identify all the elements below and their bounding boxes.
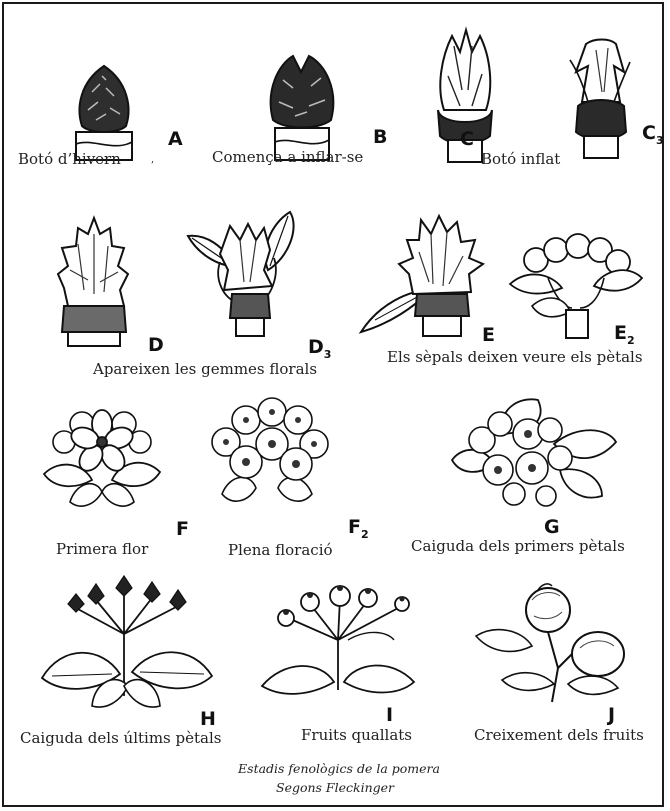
fruit-set-icon: [258, 578, 418, 700]
stage-letter-a: A: [168, 128, 183, 150]
stage-caption-g: Caiguda dels primers pètals: [411, 537, 625, 555]
stray-comma-mark: ,: [151, 154, 154, 165]
full-bloom-icon: [202, 398, 332, 510]
stage-letter-b: B: [373, 126, 387, 148]
stage-caption-d: Apareixen les gemmes florals: [93, 360, 317, 378]
stage-caption-f: Primera flor: [56, 540, 148, 558]
stage-caption-e: Els sèpals deixen veure els pètals: [387, 348, 643, 366]
first-flower-icon: [40, 402, 164, 512]
stage-letter-i: I: [386, 704, 393, 726]
floral-buds-icon: [48, 214, 138, 350]
stage-letter-e2: E2: [614, 322, 635, 347]
stage-caption-b: Comença a inflar-se: [212, 148, 363, 166]
stage-caption-c: Botó inflat: [481, 150, 560, 168]
stage-letter-f2: F2: [348, 516, 369, 541]
figure-caption-title: Estadis fenològics de la pomera: [4, 761, 670, 776]
leafing-bud-icon: [184, 206, 314, 342]
stage-caption-h: Caiguda dels últims pètals: [20, 729, 221, 747]
stage-letter-d: D: [148, 334, 164, 356]
stage-caption-f2: Plena floració: [228, 541, 333, 559]
stage-letter-e: E: [482, 324, 495, 346]
stage-caption-i: Fruits quallats: [301, 726, 412, 744]
stage-letter-c3: C3: [642, 122, 664, 147]
stage-letter-d3: D3: [308, 336, 331, 361]
stage-letter-f: F: [176, 518, 189, 540]
stage-letter-j: J: [608, 704, 615, 726]
opening-bud-icon: [564, 32, 638, 166]
fruit-growth-icon: [472, 576, 642, 704]
stage-letter-c: C: [460, 128, 474, 150]
stage-caption-a: Botó d’hivern: [18, 150, 121, 168]
figure-caption-source: Segons Fleckinger: [4, 780, 666, 795]
last-petal-fall-icon: [32, 574, 222, 710]
stage-letter-h: H: [200, 708, 216, 730]
first-petal-fall-icon: [442, 394, 618, 512]
stage-letter-g: G: [544, 516, 560, 538]
stage-caption-j: Creixement dels fruits: [474, 726, 644, 744]
sepals-bud-icon: [359, 212, 499, 342]
